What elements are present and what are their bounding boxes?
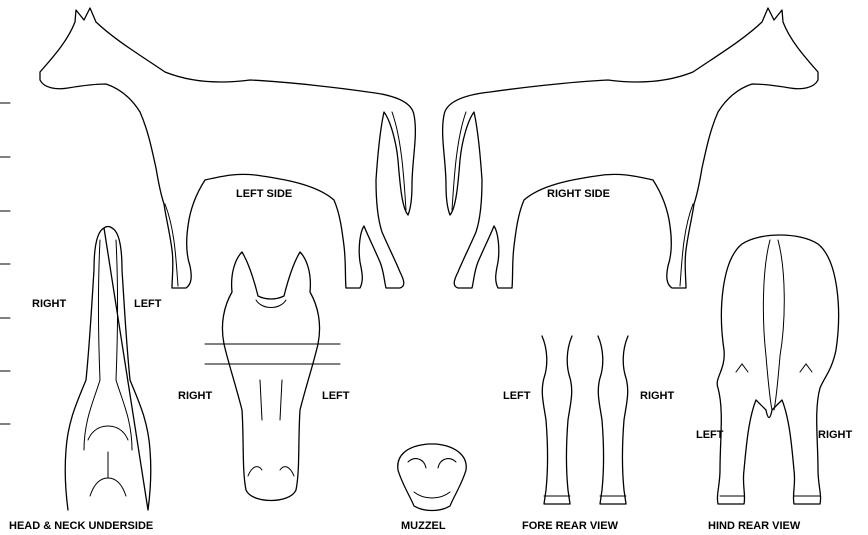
- label-fore-right: RIGHT: [640, 390, 675, 402]
- label-neck-left: LEFT: [134, 298, 162, 310]
- caption-fore-rear-view: FORE REAR VIEW: [522, 520, 619, 532]
- left-side-horse-outline: [40, 8, 415, 288]
- hind-rear-view-outline: [717, 235, 838, 504]
- left-margin-ticks: [0, 103, 10, 424]
- label-head-right: RIGHT: [178, 390, 213, 402]
- fore-rear-view-outline: [542, 336, 628, 504]
- caption-head-neck-underside: HEAD & NECK UNDERSIDE: [9, 520, 153, 532]
- label-neck-right: RIGHT: [32, 298, 67, 310]
- label-fore-left: LEFT: [503, 390, 531, 402]
- label-head-left: LEFT: [322, 390, 350, 402]
- muzzle-outline: [398, 444, 466, 511]
- right-side-horse-outline: [443, 8, 818, 288]
- caption-hind-rear-view: HIND REAR VIEW: [708, 520, 801, 532]
- caption-muzzle: MUZZEL: [401, 520, 446, 532]
- head-neck-underside-outline: [65, 227, 151, 511]
- label-hind-left: LEFT: [696, 429, 724, 441]
- head-front-outline: [205, 252, 340, 501]
- label-hind-right: RIGHT: [818, 429, 853, 441]
- label-left-side: LEFT SIDE: [236, 188, 292, 200]
- label-right-side: RIGHT SIDE: [547, 188, 610, 200]
